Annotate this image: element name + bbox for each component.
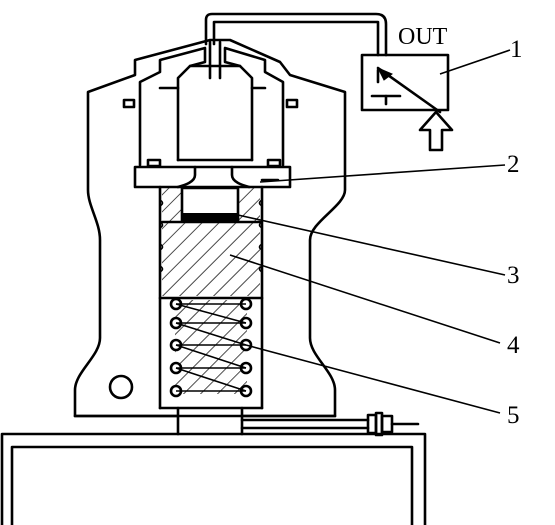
amplifier-box: [360, 53, 454, 152]
callout-2: 2: [507, 151, 520, 178]
spring-coils: [169, 297, 253, 398]
callout-1: 1: [510, 36, 523, 63]
spring-hatch: [175, 300, 247, 394]
base-block: [0, 432, 427, 525]
sensing-element: [182, 213, 238, 221]
callout-3: 3: [507, 262, 520, 289]
housing-notch-right: [285, 98, 299, 109]
cable-connector: [240, 411, 420, 437]
callout-4: 4: [507, 332, 520, 359]
out-label: OUT: [398, 24, 448, 50]
upper-cap: [138, 40, 285, 168]
housing-body: [73, 38, 347, 418]
mounting-hole: [108, 374, 134, 400]
housing-notch-left: [122, 98, 136, 109]
leader-lines: [229, 49, 511, 414]
diaphragm-plate: [133, 165, 292, 189]
signal-tube: [204, 12, 388, 57]
callout-5: 5: [507, 402, 520, 429]
